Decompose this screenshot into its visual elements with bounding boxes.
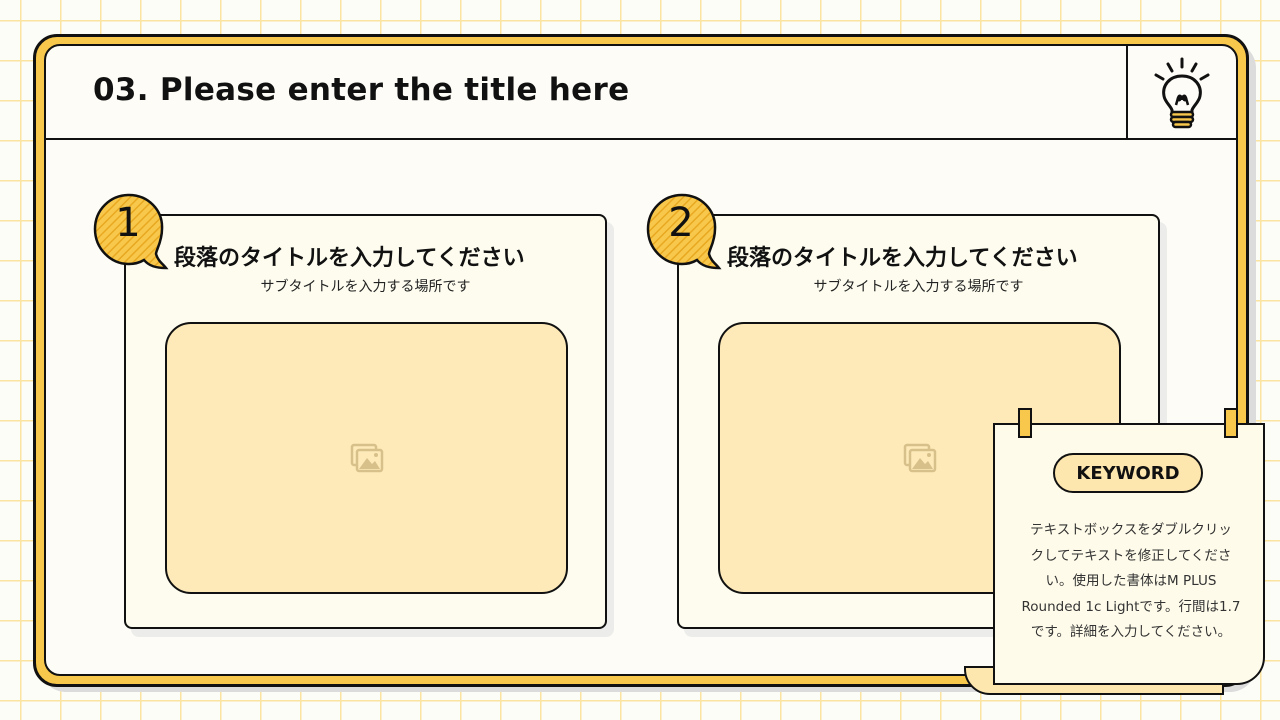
keyword-note: KEYWORD テキストボックスをダブルクリッ クしてテキストを修正してくださ … [962,408,1267,698]
tape-tab-left [1018,408,1032,438]
number-badge-1: 1 [92,192,172,272]
number-badge-2: 2 [645,192,725,272]
badge-number: 1 [115,200,141,246]
keyword-body-line: い。使用した書体はM PLUS [1045,573,1217,589]
keyword-body-line: Rounded 1c Lightです。行間は1.7 [1021,598,1241,615]
image-placeholder-icon [350,443,383,473]
tape-tab-right [1224,408,1238,438]
header-icon-cell [1126,46,1236,140]
image-placeholder[interactable] [165,322,568,594]
card-title[interactable]: 段落のタイトルを入力してください [174,246,525,271]
page-title[interactable]: 03. Please enter the title here [93,72,630,108]
card-title[interactable]: 段落のタイトルを入力してください [727,246,1078,271]
image-placeholder-icon [903,443,936,473]
badge-number: 2 [668,200,694,246]
lightbulb-icon [1154,57,1210,129]
keyword-label[interactable]: KEYWORD [1053,453,1203,493]
card-subtitle[interactable]: サブタイトルを入力する場所です [260,279,471,295]
speech-bubble-icon [646,193,722,270]
card-subtitle[interactable]: サブタイトルを入力する場所です [813,279,1024,295]
speech-bubble-icon [93,193,169,270]
keyword-body-line: クしてテキストを修正してくださ [1030,547,1232,564]
keyword-body-line: テキストボックスをダブルクリッ [1030,522,1232,538]
keyword-body[interactable]: テキストボックスをダブルクリッ クしてテキストを修正してくださ い。使用した書体… [1004,518,1258,646]
slide-header: 03. Please enter the title here [46,46,1236,140]
keyword-body-line: です。詳細を入力してください。 [1030,624,1232,640]
paragraph-card-1: 段落のタイトルを入力してください サブタイトルを入力する場所です [124,214,607,629]
